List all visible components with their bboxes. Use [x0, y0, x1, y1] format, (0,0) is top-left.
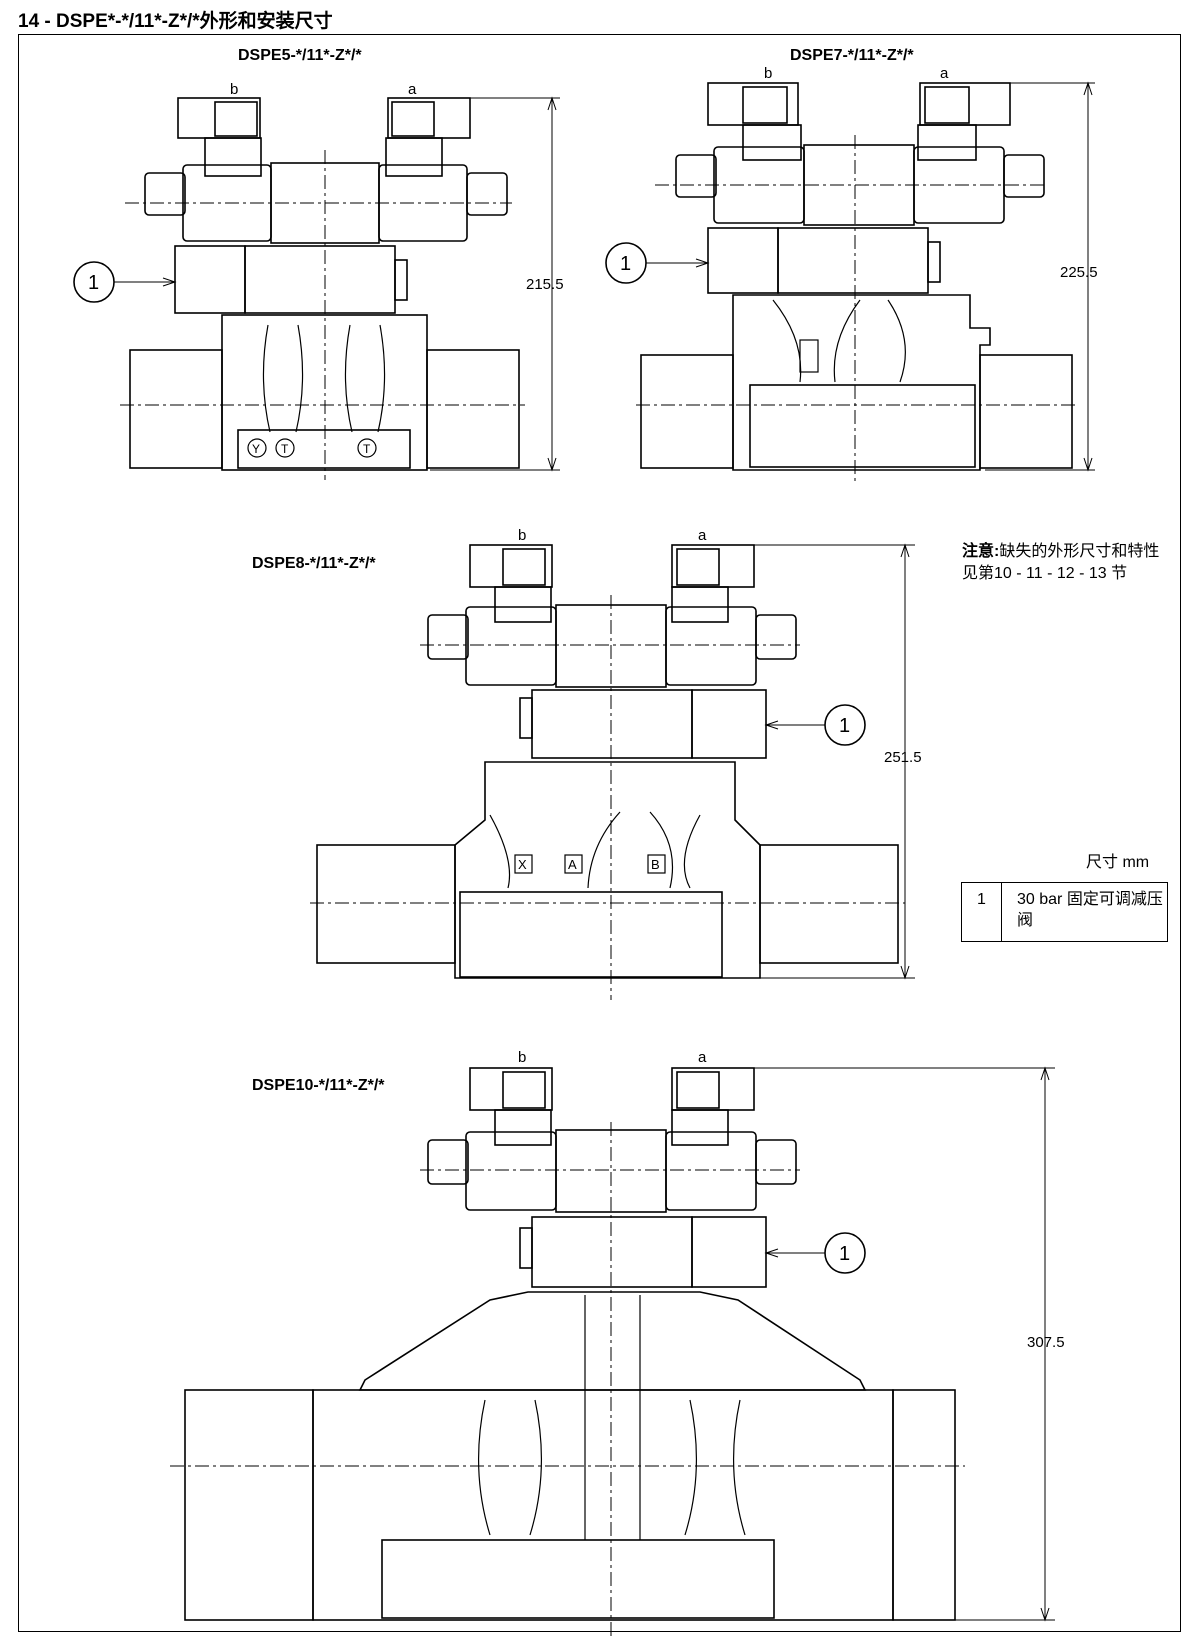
dspe5-solenoid-a-label: a	[408, 81, 417, 98]
dspe7-callout: 1	[620, 253, 631, 275]
note-text: 缺失的外形尺寸和特性见第10 - 11 - 12 - 13 节	[962, 543, 1160, 582]
dspe7-drawing: DSPE7-*/11*-Z*/* b a 225.5 1	[605, 47, 1098, 485]
legend-description: 30 bar 固定可调减压阀	[1017, 891, 1163, 929]
dspe8-drawing: DSPE8-*/11*-Z*/* b a X A B 251.5 1	[252, 527, 922, 1000]
dspe7-solenoid-a-label: a	[940, 65, 949, 82]
dspe5-callout: 1	[88, 272, 99, 294]
dspe5-solenoid-b-label: b	[230, 81, 238, 98]
dspe8-callout: 1	[839, 715, 850, 737]
legend-number: 1	[962, 883, 1002, 941]
dspe10-solenoid-b-label: b	[518, 1049, 526, 1066]
dspe8-solenoid-b-label: b	[518, 527, 526, 544]
dspe8-port-b: B	[651, 857, 660, 872]
dspe10-label: DSPE10-*/11*-Z*/*	[252, 1077, 385, 1094]
dspe7-dimension: 225.5	[1060, 264, 1098, 281]
units-label: 尺寸 mm	[1086, 854, 1150, 871]
dspe8-dimension: 251.5	[884, 749, 922, 766]
dspe8-port-x: X	[518, 857, 527, 872]
dspe5-port-t2: T	[363, 442, 371, 456]
dspe10-drawing: DSPE10-*/11*-Z*/* b a 307.5 1	[170, 1049, 1065, 1640]
dspe8-label: DSPE8-*/11*-Z*/*	[252, 555, 376, 572]
legend-table: 1 30 bar 固定可调减压阀	[961, 882, 1168, 942]
dspe5-label: DSPE5-*/11*-Z*/*	[238, 47, 362, 64]
page-title: 14 - DSPE*-*/11*-Z*/*外形和安装尺寸	[18, 11, 333, 32]
dspe10-callout: 1	[839, 1243, 850, 1265]
dspe8-port-a: A	[568, 857, 577, 872]
dspe5-dimension: 215.5	[526, 276, 564, 293]
dspe10-solenoid-a-label: a	[698, 1049, 707, 1066]
dspe5-drawing: DSPE5-*/11*-Z*/* b a Y T T	[73, 47, 564, 480]
drawing-frame	[18, 34, 1181, 1632]
dspe5-port-y: Y	[252, 442, 260, 456]
note-block: 注意:缺失的外形尺寸和特性见第10 - 11 - 12 - 13 节	[962, 541, 1172, 585]
dspe10-dimension: 307.5	[1027, 1334, 1065, 1351]
dspe5-port-t1: T	[281, 442, 289, 456]
dspe7-label: DSPE7-*/11*-Z*/*	[790, 47, 914, 64]
dspe7-solenoid-b-label: b	[764, 65, 772, 82]
dspe8-solenoid-a-label: a	[698, 527, 707, 544]
note-prefix: 注意:	[962, 543, 1000, 560]
